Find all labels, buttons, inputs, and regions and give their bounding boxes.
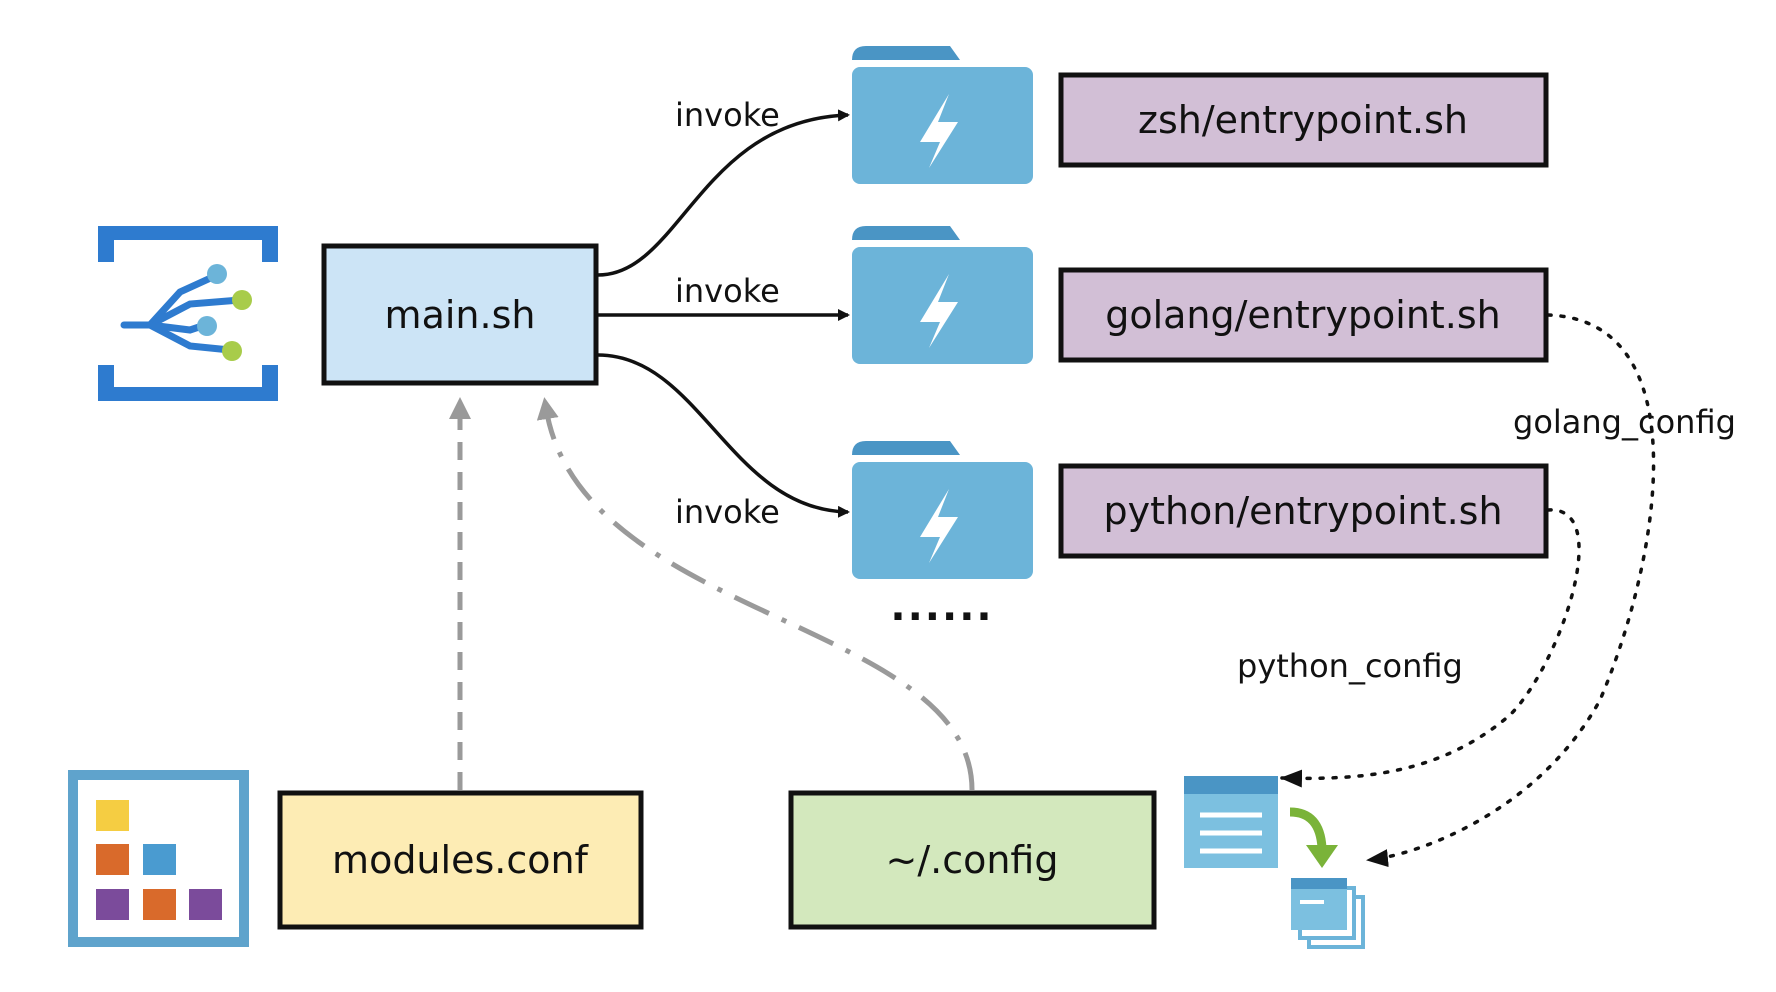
config-node[interactable]: ~/.config <box>788 790 1157 930</box>
python-config-label: python_config <box>1237 647 1463 685</box>
zsh-entrypoint-label: zsh/entrypoint.sh <box>1138 98 1468 142</box>
python-config-edge <box>1280 508 1581 788</box>
invoke-label-top: invoke <box>675 96 780 134</box>
golang-entrypoint-label: golang/entrypoint.sh <box>1105 293 1501 337</box>
modules-conf-node[interactable]: modules.conf <box>277 790 644 930</box>
python-entrypoint-node[interactable]: python/entrypoint.sh <box>1058 463 1549 559</box>
modules-conf-label: modules.conf <box>332 838 590 882</box>
function-folder-icon <box>852 46 1033 184</box>
golang-config-label: golang_config <box>1513 403 1736 441</box>
invoke-edge-python <box>597 353 850 518</box>
python-entrypoint-label: python/entrypoint.sh <box>1103 489 1502 533</box>
golang-entrypoint-node[interactable]: golang/entrypoint.sh <box>1058 267 1549 363</box>
invoke-label-bottom: invoke <box>675 493 780 531</box>
main-sh-label: main.sh <box>385 293 536 337</box>
function-folder-icon <box>852 226 1033 364</box>
config-to-main-edge <box>536 397 975 791</box>
more-modules-ellipsis: ...... <box>890 584 993 630</box>
function-folder-icon <box>852 441 1033 579</box>
zsh-entrypoint-node[interactable]: zsh/entrypoint.sh <box>1058 72 1549 168</box>
golang-config-edge <box>1366 313 1656 868</box>
invoke-edge-zsh <box>597 109 850 277</box>
pipeline-icon <box>98 226 278 401</box>
config-copy-icon <box>1184 776 1365 949</box>
invoke-label-mid: invoke <box>675 272 780 310</box>
module-grid-icon <box>68 770 249 947</box>
main-sh-node[interactable]: main.sh <box>321 243 599 386</box>
config-label: ~/.config <box>885 838 1058 882</box>
